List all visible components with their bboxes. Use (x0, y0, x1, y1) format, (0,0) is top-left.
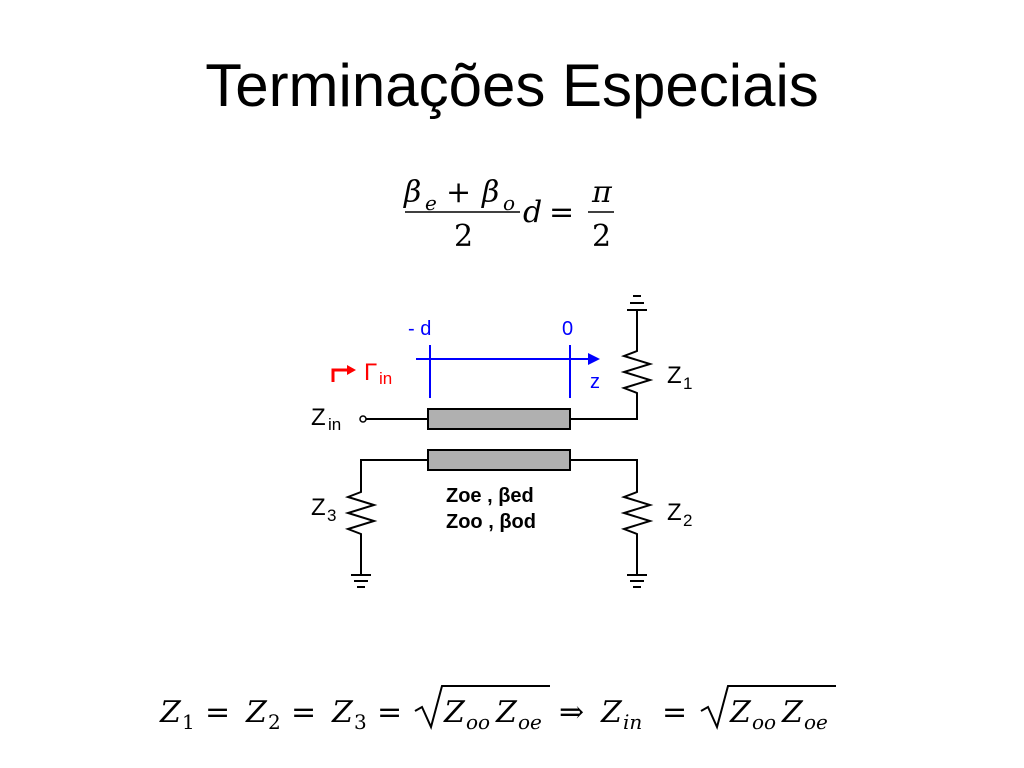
eq-4: = (662, 695, 687, 730)
wire-z3 (360, 459, 428, 486)
z3-label: Z (311, 494, 326, 521)
line-params-even: Zoe , βed (446, 485, 534, 507)
coupled-line-top (427, 408, 571, 430)
zin-term: Z (600, 695, 623, 730)
z3-term: Z (331, 695, 354, 730)
d-symbol: d (523, 195, 542, 230)
denominator-1: 2 (454, 219, 473, 254)
eq-1: = (205, 695, 230, 730)
coupled-line-bottom (427, 449, 571, 471)
gamma-subscript: in (379, 369, 392, 388)
wire-z1 (570, 398, 638, 420)
eq-2: = (291, 695, 316, 730)
z1-label: Z (667, 362, 682, 389)
beta-o: β (481, 175, 499, 210)
formula-top: β e + β o 2 d = π 2 (403, 175, 614, 254)
label-z-axis: z (590, 371, 600, 393)
label-zero: 0 (562, 318, 573, 340)
gamma-arrow-shaft (331, 368, 348, 382)
eq-3: = (377, 695, 402, 730)
beta-e: β (403, 175, 421, 210)
resistor-z3-icon (344, 486, 378, 575)
denominator-2: 2 (592, 219, 611, 254)
ground-top-icon (627, 295, 647, 311)
slide-title: Terminações Especiais (205, 52, 819, 119)
zin-term-sub: in (623, 710, 642, 734)
sqrt-sign-2-icon (700, 685, 836, 730)
gamma-symbol: Γ (364, 359, 377, 386)
zoo-term-2-sub: oo (752, 710, 776, 734)
plus-sign: + (446, 175, 471, 210)
circuit-diagram: - d 0 z Γ in Z in (311, 295, 692, 588)
zoe-term-2-sub: oe (804, 710, 828, 734)
equals-sign: = (549, 195, 574, 230)
zin-label: Z (311, 404, 326, 431)
z-axis-arrow-icon (588, 353, 600, 365)
z2-label: Z (667, 499, 682, 526)
zoo-term-1-sub: oo (466, 710, 490, 734)
resistor-z2-icon (620, 486, 654, 575)
z2-subscript: 2 (683, 511, 692, 530)
formula-bottom: Z 1 = Z 2 = Z 3 = Z oo Z oe ⇒ Z in = Z o… (159, 685, 836, 734)
ground-left-icon (351, 574, 371, 588)
wire-z2 (570, 459, 638, 486)
sub-e: e (425, 191, 437, 215)
z2-term-sub: 2 (268, 710, 281, 734)
implies-arrow: ⇒ (559, 695, 584, 730)
gamma-arrow-icon (347, 365, 356, 375)
z3-subscript: 3 (327, 506, 336, 525)
z1-subscript: 1 (683, 374, 692, 393)
zoo-term-2: Z (729, 695, 752, 730)
z3-term-sub: 3 (354, 710, 367, 734)
label-minus-d: - d (408, 318, 431, 340)
zoe-term-1-sub: oe (518, 710, 542, 734)
line-params-odd: Zoo , βod (446, 511, 536, 533)
pi-symbol: π (591, 175, 613, 210)
ground-right-icon (627, 574, 647, 588)
z2-term: Z (245, 695, 268, 730)
zoo-term-1: Z (443, 695, 466, 730)
z1-term-sub: 1 (182, 710, 195, 734)
zoe-term-1: Z (495, 695, 518, 730)
z1-term: Z (159, 695, 182, 730)
sub-o: o (503, 191, 515, 215)
zoe-term-2: Z (781, 695, 804, 730)
sqrt-sign-1-icon (414, 685, 550, 730)
input-terminal (359, 415, 367, 423)
resistor-z1-icon (620, 310, 654, 398)
zin-subscript: in (328, 415, 341, 434)
